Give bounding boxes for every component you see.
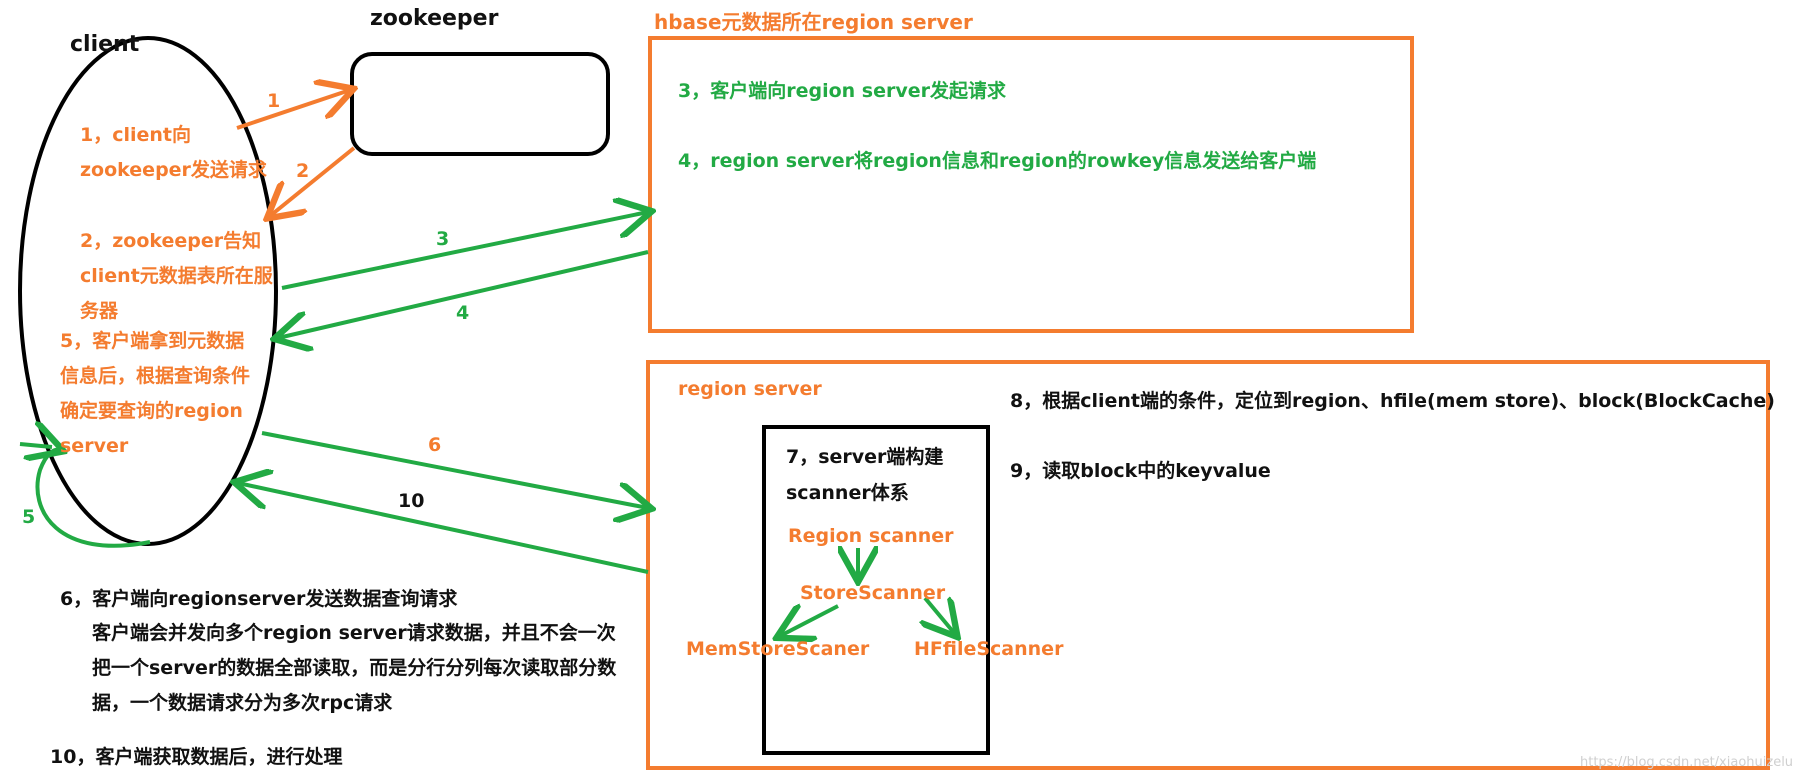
hfile-scanner-label: HFfileScanner (914, 638, 1064, 660)
arrow-4 (278, 250, 649, 338)
client-note-step1-line2: zookeeper发送请求 (80, 159, 267, 181)
memstore-scanner-label: MemStoreScaner (686, 638, 870, 660)
bottom-note-step6-line2: 客户端会并发向多个region server请求数据，并且不会一次 (92, 622, 616, 644)
arrow-number-6: 6 (428, 434, 442, 456)
arrow-number-3: 3 (436, 228, 450, 250)
arrow-number-10: 10 (398, 490, 425, 512)
scanner-title-line1: 7，server端构建 (786, 446, 944, 468)
arrow-2 (270, 146, 356, 216)
scanner-box (762, 425, 990, 755)
arrow-1 (236, 90, 350, 130)
region-note-step8: 8，根据client端的条件，定位到region、hfile(mem store… (1010, 390, 1775, 412)
client-note-step2-line1: 2，zookeeper告知 (80, 230, 262, 252)
arrow-store-to-hfile (925, 598, 955, 634)
arrow-number-5: 5 (22, 506, 36, 528)
arrow-3 (281, 212, 648, 290)
bottom-note-step6-line3: 把一个server的数据全部读取，而是分行分列每次读取部分数 (92, 657, 617, 679)
meta-region-server-box (648, 36, 1414, 333)
watermark: https://blog.csdn.net/xiaohuizelu (1580, 755, 1794, 770)
client-note-step2-line3: 务器 (80, 300, 119, 322)
region-server-label: region server (678, 378, 822, 400)
client-label: client (70, 32, 140, 57)
meta-note-step4: 4，region server将region信息和region的rowkey信息… (678, 150, 1317, 172)
region-server-box (646, 360, 1770, 770)
arrow-5-tail (19, 442, 53, 449)
meta-region-server-label: hbase元数据所在region server (654, 10, 973, 34)
client-note-step5-line4: server (60, 435, 129, 457)
zookeeper-box (350, 52, 610, 156)
bottom-note-step10: 10，客户端获取数据后，进行处理 (50, 746, 343, 768)
bottom-note-step6-line1: 6，客户端向regionserver发送数据查询请求 (60, 588, 458, 610)
client-ellipse (18, 36, 278, 546)
arrow-10 (238, 483, 649, 574)
scanner-title-line2: scanner体系 (786, 482, 909, 504)
region-scanner-label: Region scanner (788, 525, 954, 547)
client-note-step5-line3: 确定要查询的region (60, 400, 243, 422)
bottom-note-step6-line4: 据，一个数据请求分为多次rpc请求 (92, 692, 393, 714)
store-scanner-label: StoreScanner (800, 582, 946, 604)
meta-note-step3: 3，客户端向region server发起请求 (678, 80, 1006, 102)
arrow-number-4: 4 (456, 302, 470, 324)
zookeeper-label: zookeeper (370, 6, 499, 31)
client-note-step1-line1: 1，client向 (80, 124, 192, 146)
region-note-step9: 9，读取block中的keyvalue (1010, 460, 1271, 482)
arrow-number-1: 1 (267, 90, 281, 112)
client-note-step2-line2: client元数据表所在服 (80, 265, 273, 287)
client-note-step5-line1: 5，客户端拿到元数据 (60, 330, 245, 352)
arrow-5-self-loop (37, 450, 151, 548)
client-note-step5-line2: 信息后，根据查询条件 (60, 365, 251, 387)
arrow-store-to-memstore (780, 606, 839, 636)
arrow-number-2: 2 (296, 160, 310, 182)
arrow-6 (261, 431, 648, 508)
